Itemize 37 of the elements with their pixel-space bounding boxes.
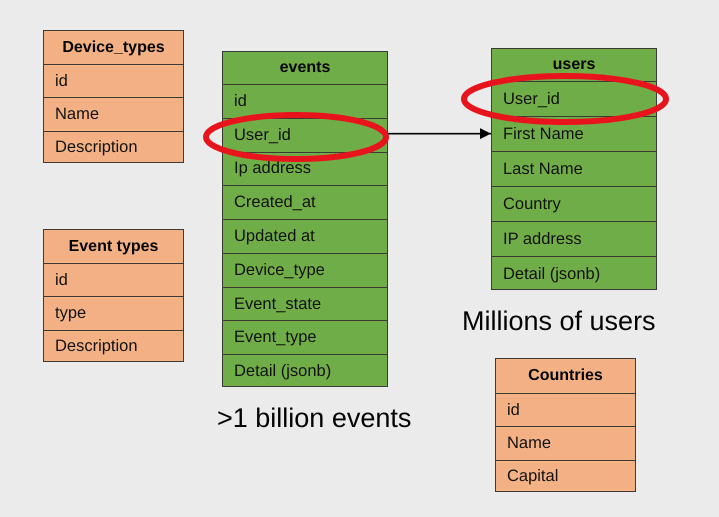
field-name: Device_type bbox=[233, 260, 325, 280]
table-box bbox=[43, 30, 184, 163]
table-title: users bbox=[552, 55, 596, 75]
field-name: id bbox=[506, 400, 520, 420]
field-name: id bbox=[233, 92, 247, 111]
table-box bbox=[222, 51, 388, 387]
field-name: User_id bbox=[502, 90, 560, 108]
field-name: Description bbox=[54, 138, 138, 158]
table-title: Countries bbox=[527, 366, 604, 386]
field-name: Last Name bbox=[502, 160, 583, 178]
field-name: Name bbox=[54, 104, 100, 124]
table-title: events bbox=[278, 58, 332, 78]
field-name: Description bbox=[54, 337, 138, 356]
field-name: Detail (jsonb) bbox=[233, 362, 332, 382]
table-box bbox=[43, 229, 184, 362]
field-name: Ip address bbox=[233, 159, 312, 178]
field-name: User_id bbox=[233, 126, 291, 145]
field-name: IP address bbox=[502, 230, 582, 248]
field-name: Country bbox=[502, 194, 561, 214]
field-name: Detail (jsonb) bbox=[502, 264, 600, 284]
table-box bbox=[495, 358, 636, 492]
field-name: Name bbox=[506, 434, 552, 453]
field-name: Created_at bbox=[233, 193, 316, 212]
arrow bbox=[388, 128, 491, 140]
field-name: Event_type bbox=[233, 328, 317, 348]
field-name: Updated at bbox=[233, 226, 315, 246]
field-name: id bbox=[54, 270, 68, 290]
caption-text: >1 billion events bbox=[217, 403, 412, 434]
caption-text: Millions of users bbox=[462, 306, 656, 337]
field-name: Capital bbox=[506, 467, 558, 486]
field-name: First Name bbox=[502, 124, 584, 144]
table-title: Device_types bbox=[61, 38, 166, 58]
field-name: Event_state bbox=[233, 294, 322, 314]
field-name: type bbox=[54, 304, 86, 323]
table-title: Event types bbox=[68, 236, 160, 256]
table-box bbox=[491, 48, 657, 290]
field-name: id bbox=[54, 72, 68, 91]
